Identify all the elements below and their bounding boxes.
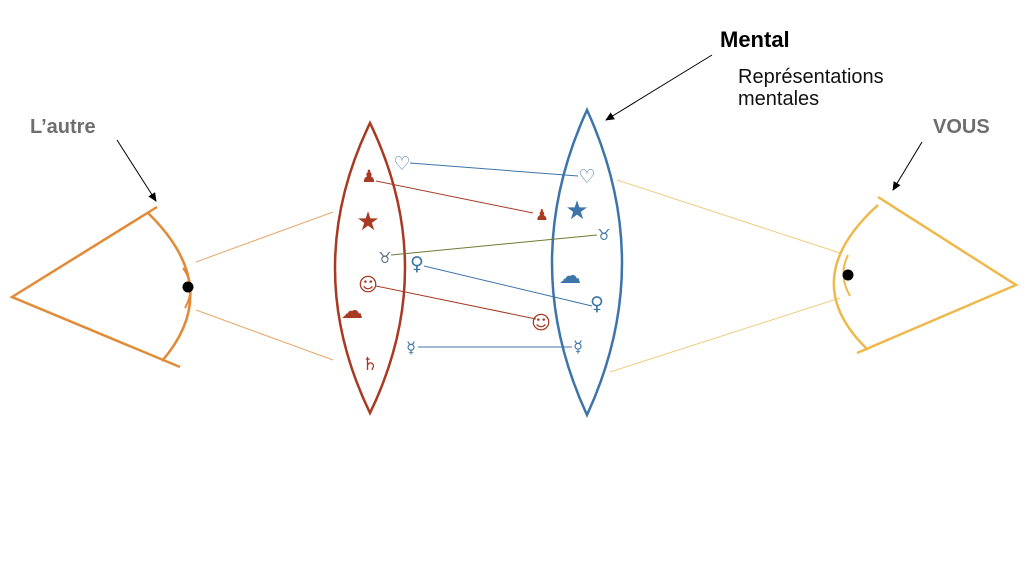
smiley-icon: ☺ [531, 312, 551, 334]
arrow-other [116, 139, 157, 202]
label-other: L’autre [30, 116, 96, 138]
label-representations-line2: mentales [738, 88, 820, 110]
link-heart [409, 162, 579, 177]
sight-lines [195, 179, 841, 373]
eye-you-outline [856, 195, 1019, 355]
link-pawn [375, 180, 534, 214]
venus-icon: ♀ [410, 253, 424, 275]
taurus-icon: ♉ [378, 249, 391, 267]
symbols-you-lens: ♡ ♟ ★ ♉ ☁ ♀ ☺ ☿ [531, 166, 611, 356]
smiley-icon: ☺ [358, 274, 378, 296]
eye-other [9, 205, 194, 369]
link-smiley [375, 285, 537, 320]
symbols-middle: ♡ ♉ ♀ ☿ [378, 153, 424, 357]
sight-line-other-top [195, 211, 334, 263]
arrow-mental [605, 54, 713, 121]
taurus-icon: ♉ [597, 226, 610, 244]
sight-line-you-bottom [609, 297, 841, 373]
label-mental: Mental [720, 27, 790, 52]
heart-icon: ♡ [393, 153, 410, 175]
heart-icon: ♡ [578, 166, 595, 188]
symbols-other-lens: ♟ ★ ☺ ☁ ♄ [341, 167, 380, 375]
pawn-icon: ♟ [361, 167, 376, 187]
mercury-icon: ☿ [406, 338, 416, 357]
eye-you-cornea [832, 204, 879, 351]
eye-you-pupil [842, 269, 854, 281]
label-you: VOUS [933, 116, 990, 138]
venus-icon: ♀ [590, 293, 604, 315]
sight-line-you-top [616, 179, 841, 254]
eye-other-pupil [182, 281, 194, 293]
eye-you [832, 195, 1019, 355]
lens-you [550, 106, 624, 418]
saturn-icon: ♄ [362, 354, 378, 375]
eye-other-outline [9, 205, 181, 369]
label-representations-line1: Représentations [738, 66, 884, 88]
star-icon: ★ [356, 207, 379, 237]
mercury-icon: ☿ [573, 337, 583, 356]
callout-arrows [116, 54, 923, 202]
label-representations: Représentations mentales [738, 66, 884, 110]
link-taurus [390, 234, 598, 256]
sight-line-other-bottom [195, 309, 334, 361]
lens-other [333, 120, 407, 416]
pawn-icon: ♟ [535, 206, 548, 224]
arrow-you [892, 141, 923, 191]
cloud-icon: ☁ [341, 299, 363, 324]
link-venus [423, 265, 593, 307]
connection-lines [375, 162, 598, 348]
cloud-icon: ☁ [559, 264, 581, 289]
star-icon: ★ [565, 196, 588, 226]
